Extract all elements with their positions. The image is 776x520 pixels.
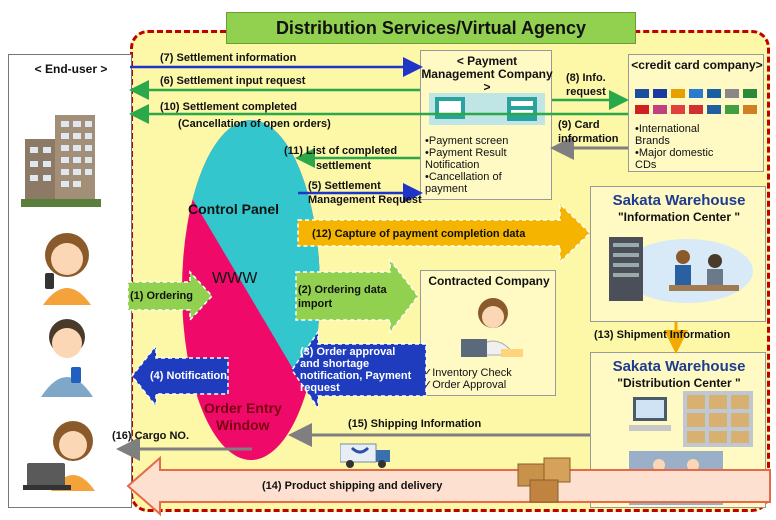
credit-item: Brands (635, 135, 670, 147)
information-center-box: Sakata Warehouse "Information Center " (590, 186, 766, 322)
shelving-icon (683, 391, 753, 447)
credit-card-company-box: <credit card company> •International Bra… (628, 54, 764, 172)
flow-1-label: (1) Ordering (130, 290, 193, 302)
dist-center-subtitle: "Distribution Center " (617, 376, 741, 390)
payment-item: payment (425, 183, 468, 195)
building-icon (21, 115, 101, 207)
order-entry-label: Order Entry (204, 400, 282, 416)
flow-5-label: (5) Settlement (308, 180, 381, 192)
contracted-company-box: Contracted Company ✓Inventory Check ✓Ord… (420, 270, 556, 396)
flow-10-label: (10) Settlement completed (160, 101, 297, 113)
flow-16-label: (16) Cargo NO. (112, 430, 190, 442)
info-center-subtitle: "Information Center " (617, 210, 741, 224)
flow-9-sub-label: information (558, 133, 619, 145)
flow-15-label: (15) Shipping Information (348, 418, 482, 430)
info-center-title: Sakata Warehouse (612, 192, 746, 209)
order-entry-window-label: Window (216, 417, 270, 433)
flow-12-label: (12) Capture of payment completion data (312, 228, 526, 240)
boxes-icon (517, 457, 571, 503)
dist-center-title: Sakata Warehouse (612, 358, 746, 375)
flow-14-label: (14) Product shipping and delivery (262, 480, 443, 492)
payment-item: Notification (425, 159, 480, 171)
flow-13-label: (13) Shipment Information (594, 329, 731, 341)
flow-5-sub-label: Management Request (308, 194, 422, 206)
end-user-panel: < End-user > (8, 54, 132, 508)
arrow-14 (126, 455, 771, 517)
payment-item: •Cancellation of (425, 171, 502, 183)
operator-icon (461, 298, 523, 357)
payment-screen-icon (429, 93, 545, 125)
arrow-4 (131, 343, 229, 409)
woman-phone-icon (43, 233, 91, 305)
flow-8-label: (8) Info. (566, 72, 606, 84)
arrow-12 (297, 202, 592, 264)
flow-9-label: (9) Card (558, 119, 600, 131)
card-brands-icon (635, 89, 757, 114)
flow-4-label: (4) Notification (150, 370, 227, 382)
www-label: WWW (212, 270, 258, 287)
arrow-1 (127, 270, 214, 322)
computer-icon (629, 397, 671, 431)
flow-10-sub-label: (Cancellation of open orders) (178, 118, 331, 130)
credit-item: •Major domestic (635, 147, 714, 159)
arrow-2 (295, 257, 419, 335)
flow-11-label: (11) List of completed (284, 145, 398, 157)
flow-3-line4: request (300, 382, 340, 394)
flow-2-label: (2) Ordering data (298, 284, 387, 296)
flow-3-label: (3) Order approval (300, 346, 396, 358)
flow-3-line3: notification, Payment (300, 370, 412, 382)
contracted-company-title: Contracted Company (428, 274, 550, 288)
credit-item: •International (635, 123, 700, 135)
page-title: Distribution Services/Virtual Agency (226, 12, 636, 44)
control-panel-label: Control Panel (188, 201, 280, 217)
payment-item: •Payment Result (425, 147, 507, 159)
server-office-icon (609, 237, 753, 303)
flow-2-sub-label: import (298, 298, 333, 310)
man-phone-icon (41, 319, 93, 397)
flow-11-sub-label: settlement (316, 160, 372, 172)
contracted-item: ✓Inventory Check (423, 367, 512, 379)
flow-3-line2: and shortage (300, 358, 370, 370)
credit-card-company-title: <credit card company> (631, 58, 763, 72)
truck-icon (340, 443, 390, 468)
credit-item: CDs (635, 159, 657, 171)
payment-item: •Payment screen (425, 135, 509, 147)
arrow-3 (291, 329, 427, 411)
end-user-label: < End-user > (34, 62, 108, 76)
flow-7-label: (7) Settlement information (160, 52, 297, 64)
flow-8-sub-label: request (566, 86, 606, 98)
woman-laptop-icon (23, 421, 95, 491)
contracted-item: ✓Order Approval (423, 379, 507, 391)
payment-company-title: < Payment Management Company > (421, 54, 553, 94)
payment-company-box: < Payment Management Company > •Payment … (420, 50, 553, 200)
flow-6-label: (6) Settlement input request (160, 75, 306, 87)
